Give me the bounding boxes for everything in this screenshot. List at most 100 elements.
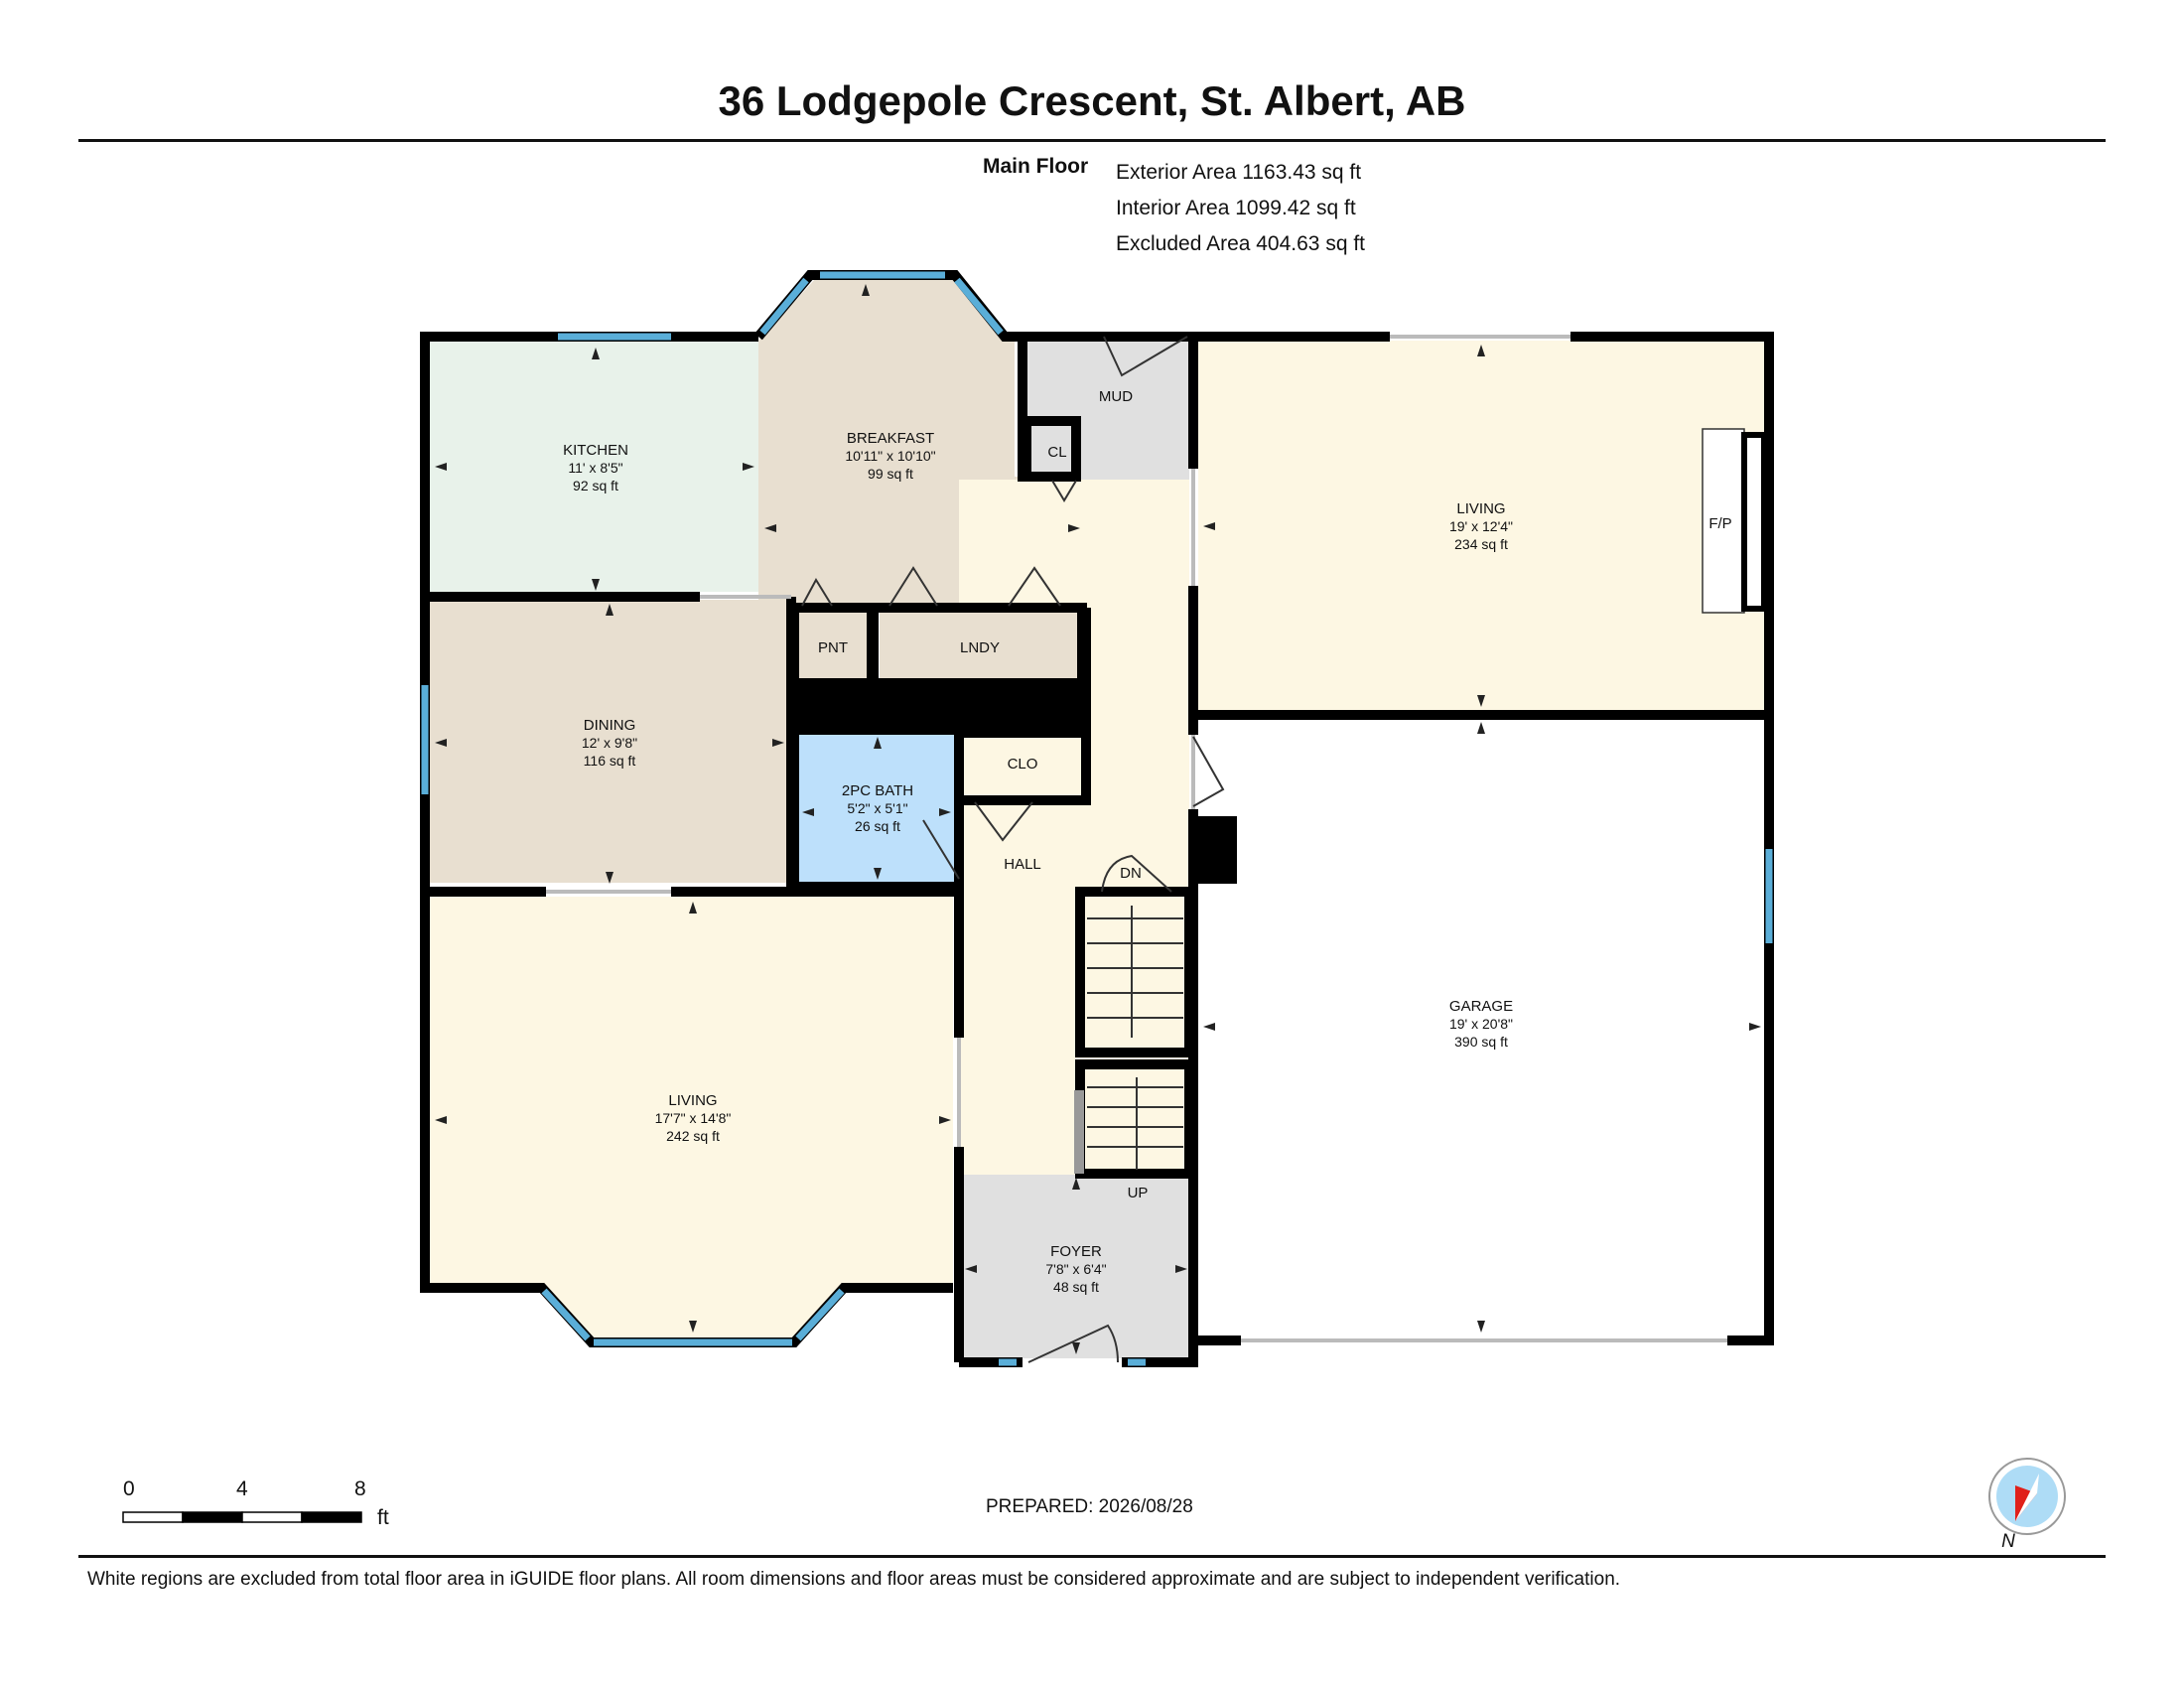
arrow <box>435 463 447 471</box>
page-title: 36 Lodgepole Crescent, St. Albert, AB <box>718 77 1466 124</box>
arrow <box>1203 1023 1215 1031</box>
arrow <box>874 737 882 749</box>
pnt-fill <box>796 611 868 680</box>
room-fills <box>429 278 1765 1358</box>
dining-dims: 12' x 9'8" <box>582 735 637 751</box>
bath-area: 26 sq ft <box>855 818 900 834</box>
scale-seg-3 <box>241 1511 303 1523</box>
exterior-wall-east-b <box>1570 332 1774 1345</box>
mud-fill <box>1026 341 1189 480</box>
lndy-fill <box>880 611 1078 680</box>
living-upper-area: 234 sq ft <box>1454 536 1508 552</box>
door-garage <box>1192 736 1225 807</box>
window-breakfast-l <box>759 277 809 336</box>
kitchen-name: KITCHEN <box>563 442 628 459</box>
arrow <box>606 604 614 616</box>
foyer-name: FOYER <box>1050 1243 1102 1260</box>
arrow <box>592 348 600 359</box>
dining-area: 116 sq ft <box>584 753 636 769</box>
kitchen-area: 92 sq ft <box>573 478 618 493</box>
arrow <box>1072 1342 1080 1354</box>
stair-rail <box>1074 1090 1084 1174</box>
door-lndy-b <box>1008 566 1061 607</box>
area-summary: Exterior Area 1163.43 sq ft Interior Are… <box>1116 155 1365 262</box>
compass: N <box>1988 1458 2066 1552</box>
stair-treads <box>1087 906 1183 1170</box>
arrow <box>435 1116 447 1124</box>
door-pnt <box>801 577 833 607</box>
door-foyer <box>1027 1324 1119 1363</box>
arrow <box>592 579 600 591</box>
clo-name: CLO <box>1008 756 1038 773</box>
bath-fill <box>796 732 959 883</box>
footnote: White regions are excluded from total fl… <box>87 1569 1621 1590</box>
arrow <box>689 1321 697 1333</box>
arrow <box>874 868 882 880</box>
arrow <box>939 808 951 816</box>
living-lower-fill <box>429 897 953 1340</box>
arrow <box>1749 1023 1761 1031</box>
living-upper-dims: 19' x 12'4" <box>1449 518 1513 534</box>
living-upper-name: LIVING <box>1456 500 1505 517</box>
excluded-area: Excluded Area 404.63 sq ft <box>1116 232 1366 255</box>
kitchen-fill <box>429 341 758 592</box>
door-swings <box>801 336 1225 1363</box>
up-label: UP <box>1128 1185 1149 1201</box>
living-lower-dims: 17'7" x 14'8" <box>655 1110 732 1126</box>
breakfast-dims: 10'11" x 10'10" <box>845 448 935 464</box>
structural-block <box>794 685 1088 731</box>
stair-down <box>1075 887 1194 1057</box>
prepared-date: PREPARED: 2026/08/28 <box>986 1496 1193 1517</box>
scale-label-8: 8 <box>354 1477 366 1500</box>
garage-dims: 19' x 20'8" <box>1449 1016 1513 1032</box>
living-upper-fill <box>1198 341 1765 711</box>
header-divider <box>78 139 2106 142</box>
door-mud <box>1103 336 1188 377</box>
fireplace <box>1702 428 1745 614</box>
breakfast-area: 99 sq ft <box>868 466 913 482</box>
arrow <box>772 739 784 747</box>
fireplace-hearth <box>1741 432 1767 612</box>
breakfast-name: BREAKFAST <box>847 430 934 447</box>
arrow <box>1068 524 1080 532</box>
arrow <box>435 739 447 747</box>
living-lower-name: LIVING <box>668 1092 717 1109</box>
compass-needle-white <box>2015 1474 2039 1521</box>
door-bath <box>922 819 960 880</box>
hall-name: HALL <box>1004 856 1041 873</box>
cl-name: CL <box>1047 444 1066 461</box>
arrow <box>764 524 776 532</box>
window-living-l <box>541 1288 591 1341</box>
foyer-area: 48 sq ft <box>1053 1279 1099 1295</box>
pnt-name: PNT <box>818 639 848 656</box>
dining-fill <box>429 600 786 883</box>
arrow <box>743 463 754 471</box>
floor-name: Main Floor <box>983 155 1089 178</box>
living-lower-area: 242 sq ft <box>666 1128 720 1144</box>
compass-north: N <box>2001 1531 2015 1552</box>
arrow <box>689 902 697 914</box>
garage-step <box>1193 816 1237 884</box>
scale-label-0: 0 <box>123 1477 135 1500</box>
scale-label-4: 4 <box>236 1477 248 1500</box>
scale-bar <box>122 1511 362 1523</box>
garage-name: GARAGE <box>1449 998 1513 1015</box>
foyer-fill <box>959 1175 1189 1358</box>
wall-cl <box>1022 416 1081 482</box>
door-clo <box>974 801 1033 842</box>
arrow <box>802 808 814 816</box>
arrow <box>1477 1321 1485 1333</box>
exterior-area: Exterior Area 1163.43 sq ft <box>1116 161 1362 184</box>
window-breakfast-r <box>954 277 1004 336</box>
door-cl <box>1051 480 1077 502</box>
arrow <box>606 872 614 884</box>
arrow <box>965 1265 977 1273</box>
hall-fill <box>959 480 1189 1175</box>
scale-seg-1 <box>122 1511 184 1523</box>
arrow <box>1175 1265 1187 1273</box>
scale-seg-4 <box>301 1511 362 1523</box>
mud-name: MUD <box>1099 388 1133 405</box>
scale-seg-2 <box>182 1511 243 1523</box>
room-labels: KITCHEN 11' x 8'5" 92 sq ft BREAKFAST 10… <box>563 388 1732 1295</box>
arrow <box>1477 345 1485 356</box>
